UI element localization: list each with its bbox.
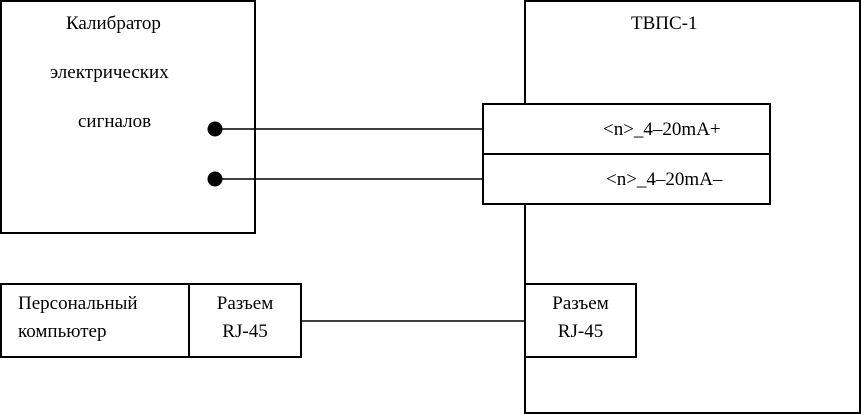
pc-connector-line2: RJ-45	[222, 321, 268, 342]
terminal-minus-label: <n>_4–20mA–	[606, 169, 723, 190]
calibrator-label-line3: сигналов	[78, 111, 152, 132]
pc-connector-box	[188, 283, 302, 358]
pc-label-line1: Персональный	[18, 293, 138, 314]
terminal-dot-minus	[207, 171, 223, 187]
device-connector-line1: Разъем	[552, 293, 609, 314]
terminal-dot-plus	[207, 121, 223, 137]
pc-connector-line1: Разъем	[216, 293, 274, 314]
terminal-minus-box	[482, 153, 771, 205]
terminal-plus-box	[482, 103, 771, 155]
calibrator-label-line1: Калибратор	[66, 13, 161, 34]
pc-label-line2: компьютер	[18, 321, 107, 342]
calibrator-box	[0, 0, 256, 234]
device-connector-line2: RJ-45	[557, 321, 604, 342]
calibrator-label-line2: электрических	[50, 62, 169, 83]
pc-box	[0, 283, 190, 358]
device-connector-box	[524, 283, 637, 358]
device-title: ТВПС-1	[631, 13, 698, 34]
terminal-plus-label: <n>_4–20mA+	[603, 119, 721, 140]
